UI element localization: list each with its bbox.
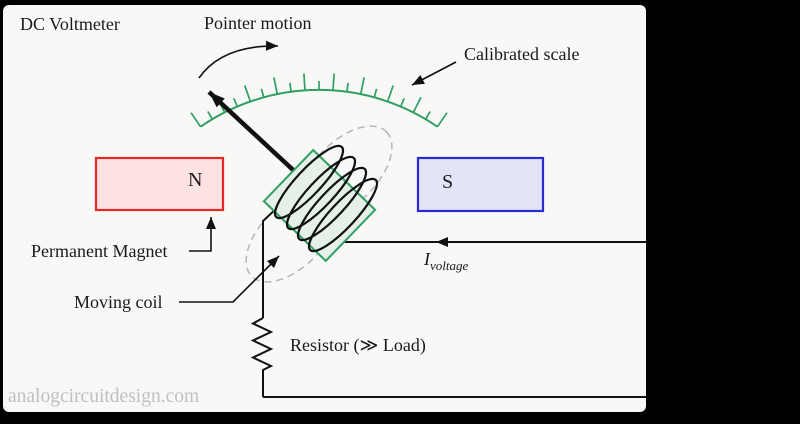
- magnet-north-label: N: [188, 169, 202, 191]
- coil-to-resistor-wire: [262, 206, 279, 318]
- scale-tick: [273, 77, 279, 95]
- scale-tick: [346, 82, 349, 93]
- resistor-label: Resistor (≫ Load): [290, 335, 426, 356]
- current-label: Ivoltage: [423, 249, 468, 273]
- pointer-motion-label: Pointer motion: [204, 13, 312, 33]
- scale-tick: [436, 112, 448, 128]
- resistor-symbol: [250, 317, 274, 397]
- scale-tick: [332, 73, 335, 91]
- diagram-title: DC Voltmeter: [20, 14, 120, 34]
- scale-tick: [303, 73, 306, 91]
- moving-coil-body: [262, 148, 377, 263]
- scale-tick: [207, 111, 214, 120]
- scale-tick: [243, 85, 252, 102]
- moving-coil-leader: [179, 255, 280, 303]
- scale-tick: [233, 97, 239, 107]
- scale-tick: [412, 96, 422, 113]
- scale-tick: [260, 88, 265, 98]
- scale-tick: [386, 85, 395, 102]
- pointer-motion-arrow: [198, 40, 279, 79]
- coil-winding: [307, 177, 379, 253]
- scale-tick: [289, 82, 292, 93]
- magnet-south: [416, 156, 545, 213]
- scale-tick: [373, 88, 378, 98]
- coil-winding: [285, 155, 357, 231]
- scale-tick: [424, 111, 431, 120]
- scale-tick: [190, 112, 202, 128]
- calibrated-scale-label: Calibrated scale: [464, 44, 579, 64]
- watermark: analogcircuitdesign.com: [8, 386, 199, 407]
- permanent-magnet-label: Permanent Magnet: [31, 241, 167, 261]
- scale-tick: [359, 77, 365, 95]
- coil-winding: [296, 166, 368, 242]
- coil-winding: [273, 144, 345, 220]
- magnet-south-label: S: [442, 171, 453, 193]
- magnet-north: [94, 156, 225, 212]
- calibrated-scale-leader: [411, 61, 457, 86]
- permanent-magnet-leader: [189, 217, 216, 252]
- scale-tick: [399, 97, 405, 107]
- moving-coil-label: Moving coil: [74, 292, 163, 312]
- scale-ticks: [190, 73, 448, 128]
- flux-ellipse-upper: [299, 125, 393, 219]
